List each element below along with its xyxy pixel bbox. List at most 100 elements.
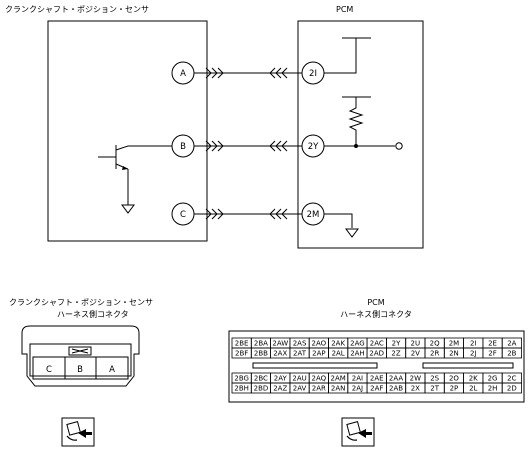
- pcm-title: PCM: [336, 5, 353, 14]
- sensor-pin-label: A: [180, 69, 186, 79]
- junction-dot: [354, 144, 358, 148]
- pcm-connector-subtitle: ハーネス側コネクタ: [340, 309, 412, 319]
- sensor-terminal-label: A: [109, 365, 115, 375]
- pcm-terminal-label: 2AD: [369, 350, 384, 358]
- female-connector-marks: [269, 67, 288, 220]
- pcm-terminal-label: 2BA: [254, 340, 268, 348]
- pcm-pin-label: 2M: [307, 210, 320, 220]
- pcm-terminal-label: 2AU: [292, 375, 306, 383]
- harness-side-view-icon: [341, 417, 375, 447]
- pcm-terminal-label: 2U: [411, 340, 421, 348]
- pcm-terminal-label: 2AQ: [312, 375, 327, 383]
- emitter-arrow-icon: [122, 166, 128, 170]
- pcm-terminal-label: 2J: [470, 350, 477, 358]
- pcm-terminal-label: 2M: [449, 340, 460, 348]
- pcm-key-slot-left: [252, 362, 378, 369]
- pcm-terminal-label: 2AM: [331, 375, 346, 383]
- pcm-terminal-label: 2D: [507, 385, 517, 393]
- pcm-terminal-label: 2C: [507, 375, 516, 383]
- harness-side-view-icon: [61, 417, 95, 447]
- sensor-terminal-label: B: [77, 365, 83, 375]
- pcm-terminal-label: 2P: [450, 385, 459, 393]
- sensor-box: [47, 20, 208, 242]
- pcm-terminal-label: 2AZ: [273, 385, 287, 393]
- sensor-pin-label: B: [180, 142, 186, 152]
- pcm-terminal-label: 2AW: [272, 340, 288, 348]
- pcm-pin-2M: 2M: [301, 202, 325, 226]
- pcm-terminal-label: 2AK: [331, 340, 345, 348]
- sensor-pin-B: B: [171, 134, 195, 158]
- pcm-terminal-label: 2F: [488, 350, 496, 358]
- pcm-connector-outline: [228, 330, 525, 403]
- pcm-terminal-label: 2BH: [234, 385, 249, 393]
- harness-wires: [194, 72, 302, 215]
- pcm-terminal-label: 2AR: [312, 385, 326, 393]
- pcm-terminal-label: 2G: [488, 375, 498, 383]
- pcm-terminal-label: 2AO: [312, 340, 327, 348]
- sensor-pin-C: C: [171, 202, 195, 226]
- pcm-terminal-label: 2K: [469, 375, 478, 383]
- pcm-pin-label: 2I: [309, 69, 317, 79]
- pcm-terminal-label: 2AI: [352, 375, 363, 383]
- pcm-terminal-cell: [501, 382, 522, 394]
- pcm-terminal-label: 2Z: [391, 350, 400, 358]
- ground-icon: [345, 228, 359, 238]
- signal-output-terminal-icon: [395, 142, 403, 150]
- pcm-terminal-label: 2AH: [350, 350, 365, 358]
- pcm-terminal-label: 2AP: [312, 350, 325, 358]
- pcm-box: [297, 20, 424, 249]
- pcm-terminal-label: 2BF: [235, 350, 248, 358]
- pcm-terminal-grid-bottom: 2BG 2BC 2AY 2AU 2AQ 2AM 2AI 2AE 2AA 2W 2S 2O 2K 2G 2C 2…: [231, 372, 522, 394]
- pcm-key-slot-right: [422, 362, 514, 369]
- sensor-connector-title: クランクシャフト・ポジション・センサ: [9, 298, 153, 307]
- pcm-terminal-label: 2AT: [293, 350, 307, 358]
- pcm-terminal-label: 2R: [430, 350, 439, 358]
- pcm-internal-circuit: [324, 37, 395, 228]
- pcm-terminal-label: 2BB: [254, 350, 268, 358]
- pcm-connector-title: PCM: [367, 298, 384, 307]
- pcm-terminal-label: 2V: [411, 350, 420, 358]
- pcm-terminal-label: 2E: [488, 340, 497, 348]
- sensor-pin-label: C: [180, 210, 186, 220]
- pcm-terminal-cell: [501, 347, 522, 359]
- pcm-terminal-label: 2BC: [254, 375, 268, 383]
- pcm-terminal-label: 2AS: [293, 340, 307, 348]
- pcm-terminal-label: 2AX: [273, 350, 287, 358]
- ground-icon: [121, 204, 135, 214]
- sensor-title: クランクシャフト・ポジション・センサ: [5, 5, 149, 14]
- pcm-terminal-label: 2X: [411, 385, 420, 393]
- pcm-pin-label: 2Y: [308, 142, 319, 152]
- pcm-terminal-label: 2AJ: [352, 385, 363, 393]
- pcm-pin-2Y: 2Y: [301, 134, 325, 158]
- pcm-terminal-label: 2H: [488, 385, 498, 393]
- pcm-terminal-label: 2Y: [392, 340, 401, 348]
- sensor-pin-A: A: [171, 61, 195, 85]
- pcm-terminal-label: 2AF: [370, 385, 383, 393]
- pcm-terminal-label: 2AV: [293, 385, 307, 393]
- pcm-terminal-label: 2AC: [370, 340, 384, 348]
- pcm-terminal-label: 2BG: [234, 375, 249, 383]
- pcm-terminal-label: 2L: [469, 385, 477, 393]
- pcm-terminal-label: 2T: [430, 385, 439, 393]
- pcm-terminal-label: 2AA: [389, 375, 403, 383]
- pcm-terminal-label: 2S: [430, 375, 439, 383]
- pcm-terminal-label: 2AN: [331, 385, 345, 393]
- pcm-terminal-label: 2AE: [370, 375, 384, 383]
- transistor-symbol: [98, 145, 172, 205]
- sensor-connector-subtitle: ハーネス側コネクタ: [57, 309, 129, 319]
- pcm-terminal-label: 2BE: [235, 340, 249, 348]
- pcm-terminal-label: 2I: [470, 340, 477, 348]
- pcm-terminal-label: 2B: [507, 350, 516, 358]
- pcm-terminal-label: 2W: [410, 375, 421, 383]
- pcm-terminal-label: 2N: [449, 350, 459, 358]
- pcm-terminal-label: 2O: [449, 375, 459, 383]
- sensor-terminal-label: C: [46, 365, 52, 375]
- pcm-terminal-label: 2AL: [332, 350, 345, 358]
- pcm-terminal-label: 2AY: [274, 375, 288, 383]
- sensor-harness-connector: C B A: [21, 325, 140, 387]
- pcm-pin-2I: 2I: [301, 61, 325, 85]
- pcm-terminal-label: 2AB: [389, 385, 403, 393]
- male-connector-marks: [205, 67, 224, 220]
